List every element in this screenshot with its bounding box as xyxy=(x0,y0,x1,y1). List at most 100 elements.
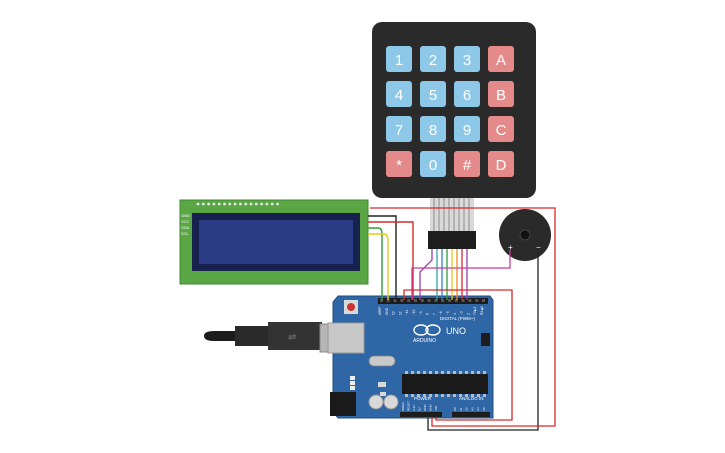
keypad-key-cap[interactable] xyxy=(420,116,446,142)
keypad-key-cap[interactable] xyxy=(386,151,412,177)
keypad-key[interactable]: 3 xyxy=(454,46,480,72)
keypad-key-cap[interactable] xyxy=(420,81,446,107)
keypad-key-label: D xyxy=(496,157,507,174)
keypad-key-cap[interactable] xyxy=(488,81,514,107)
led-l xyxy=(350,386,355,390)
keypad-key[interactable]: * xyxy=(386,151,412,177)
chip-pin xyxy=(423,371,426,374)
keypad-key-label: 2 xyxy=(429,52,437,69)
digital-pin-label: 4 xyxy=(453,313,457,315)
keypad-key[interactable]: A xyxy=(488,46,514,72)
analog-pin-label: A2 xyxy=(465,407,469,411)
keypad-key[interactable]: 5 xyxy=(420,81,446,107)
analog-pin-label: A0 xyxy=(453,407,457,411)
digital-pin-socket[interactable] xyxy=(386,299,390,302)
lcd-pin-hole xyxy=(249,202,253,206)
digital-pin-socket[interactable] xyxy=(407,299,411,302)
keypad-key-label: 9 xyxy=(463,122,471,139)
digital-pin-socket[interactable] xyxy=(461,299,465,302)
digital-header xyxy=(378,298,488,304)
keypad-key[interactable]: 6 xyxy=(454,81,480,107)
keypad-key[interactable]: B xyxy=(488,81,514,107)
lcd-module[interactable]: GND VCC SDA SCL xyxy=(179,199,369,285)
wire-red-5v xyxy=(403,289,513,421)
lcd-pin-labels: GND VCC SDA SCL xyxy=(181,213,190,236)
digital-pin-socket[interactable] xyxy=(414,299,417,302)
keypad-key[interactable]: # xyxy=(454,151,480,177)
keypad-ribbon xyxy=(428,198,476,249)
analog-pin-label: A4 xyxy=(476,407,480,411)
wire-red-vcc xyxy=(370,207,556,427)
digital-pin-socket[interactable] xyxy=(448,299,451,302)
digital-pin-socket[interactable] xyxy=(427,299,431,302)
digital-pin-label: RX◀0 xyxy=(480,306,484,315)
digital-pin-socket[interactable] xyxy=(475,299,479,302)
wire-keypad-1 xyxy=(419,249,433,300)
lcd-pin-hole xyxy=(217,202,221,206)
keypad-key-cap[interactable] xyxy=(488,151,514,177)
keypad-key-label: # xyxy=(463,157,472,174)
power-header xyxy=(400,412,442,417)
keypad-key-cap[interactable] xyxy=(386,46,412,72)
digital-pin-socket[interactable] xyxy=(454,299,458,302)
keypad-key[interactable]: 4 xyxy=(386,81,412,107)
arduino-logo: ARDUINO UNO xyxy=(413,324,466,344)
chip-pin xyxy=(483,394,486,397)
chip-pin xyxy=(483,371,486,374)
digital-pin-label: GND xyxy=(385,307,389,315)
digital-pin-label: TX▶1 xyxy=(473,306,477,315)
analog-label: ANALOG IN xyxy=(459,396,484,401)
keypad-key[interactable]: D xyxy=(488,151,514,177)
keypad-key[interactable]: C xyxy=(488,116,514,142)
keypad-key-cap[interactable] xyxy=(488,46,514,72)
lcd-pin-hole xyxy=(276,202,279,206)
keypad-key-cap[interactable] xyxy=(454,46,480,72)
digital-pin-socket[interactable] xyxy=(400,299,404,302)
icsp-header xyxy=(481,333,490,346)
lcd-pin-hole xyxy=(270,202,274,206)
digital-pin-label: ~11 xyxy=(405,310,409,315)
lcd-pin-hole xyxy=(212,202,216,206)
keypad-key-cap[interactable] xyxy=(454,116,480,142)
digital-pin-socket[interactable] xyxy=(441,299,445,302)
keypad-key-cap[interactable] xyxy=(420,151,446,177)
lcd-pin-hole xyxy=(207,202,211,206)
keypad-key[interactable]: 9 xyxy=(454,116,480,142)
wires xyxy=(368,207,556,431)
keypad-key[interactable]: 7 xyxy=(386,116,412,142)
digital-pin-socket[interactable] xyxy=(420,299,424,302)
digital-pin-socket[interactable] xyxy=(380,299,383,302)
buzzer-hole xyxy=(519,229,531,241)
keypad-key-cap[interactable] xyxy=(454,81,480,107)
lcd-pin-hole xyxy=(265,202,269,206)
digital-pin-label: 2 xyxy=(466,313,470,315)
digital-pin-socket[interactable] xyxy=(482,299,485,302)
wire-lcd-sda xyxy=(368,227,383,300)
keypad-key[interactable]: 0 xyxy=(420,151,446,177)
digital-pin-socket[interactable] xyxy=(393,299,397,302)
keypad-key-cap[interactable] xyxy=(420,46,446,72)
keypad-key-cap[interactable] xyxy=(454,151,480,177)
keypad-key[interactable]: 1 xyxy=(386,46,412,72)
keypad-connector xyxy=(428,231,476,249)
chip-pin xyxy=(471,371,474,374)
keypad-key-cap[interactable] xyxy=(488,116,514,142)
chip-pin xyxy=(453,371,456,374)
digital-pin-socket[interactable] xyxy=(468,299,472,302)
keypad-key[interactable]: 2 xyxy=(420,46,446,72)
keypad-key-cap[interactable] xyxy=(386,81,412,107)
keypad-key-cap[interactable] xyxy=(386,116,412,142)
wire-lcd-gnd xyxy=(368,215,397,300)
piezo-buzzer[interactable]: + − xyxy=(499,209,551,261)
reset-button-cap[interactable] xyxy=(347,303,355,311)
digital-pin-socket[interactable] xyxy=(434,299,438,302)
keypad-key[interactable]: 8 xyxy=(420,116,446,142)
led-rx xyxy=(350,381,355,385)
chip-pin xyxy=(471,394,474,397)
chip-pin xyxy=(423,394,426,397)
keypad-key-label: 5 xyxy=(429,87,437,104)
wire-buzzer-minus xyxy=(427,252,539,431)
chip-pin xyxy=(465,371,468,374)
